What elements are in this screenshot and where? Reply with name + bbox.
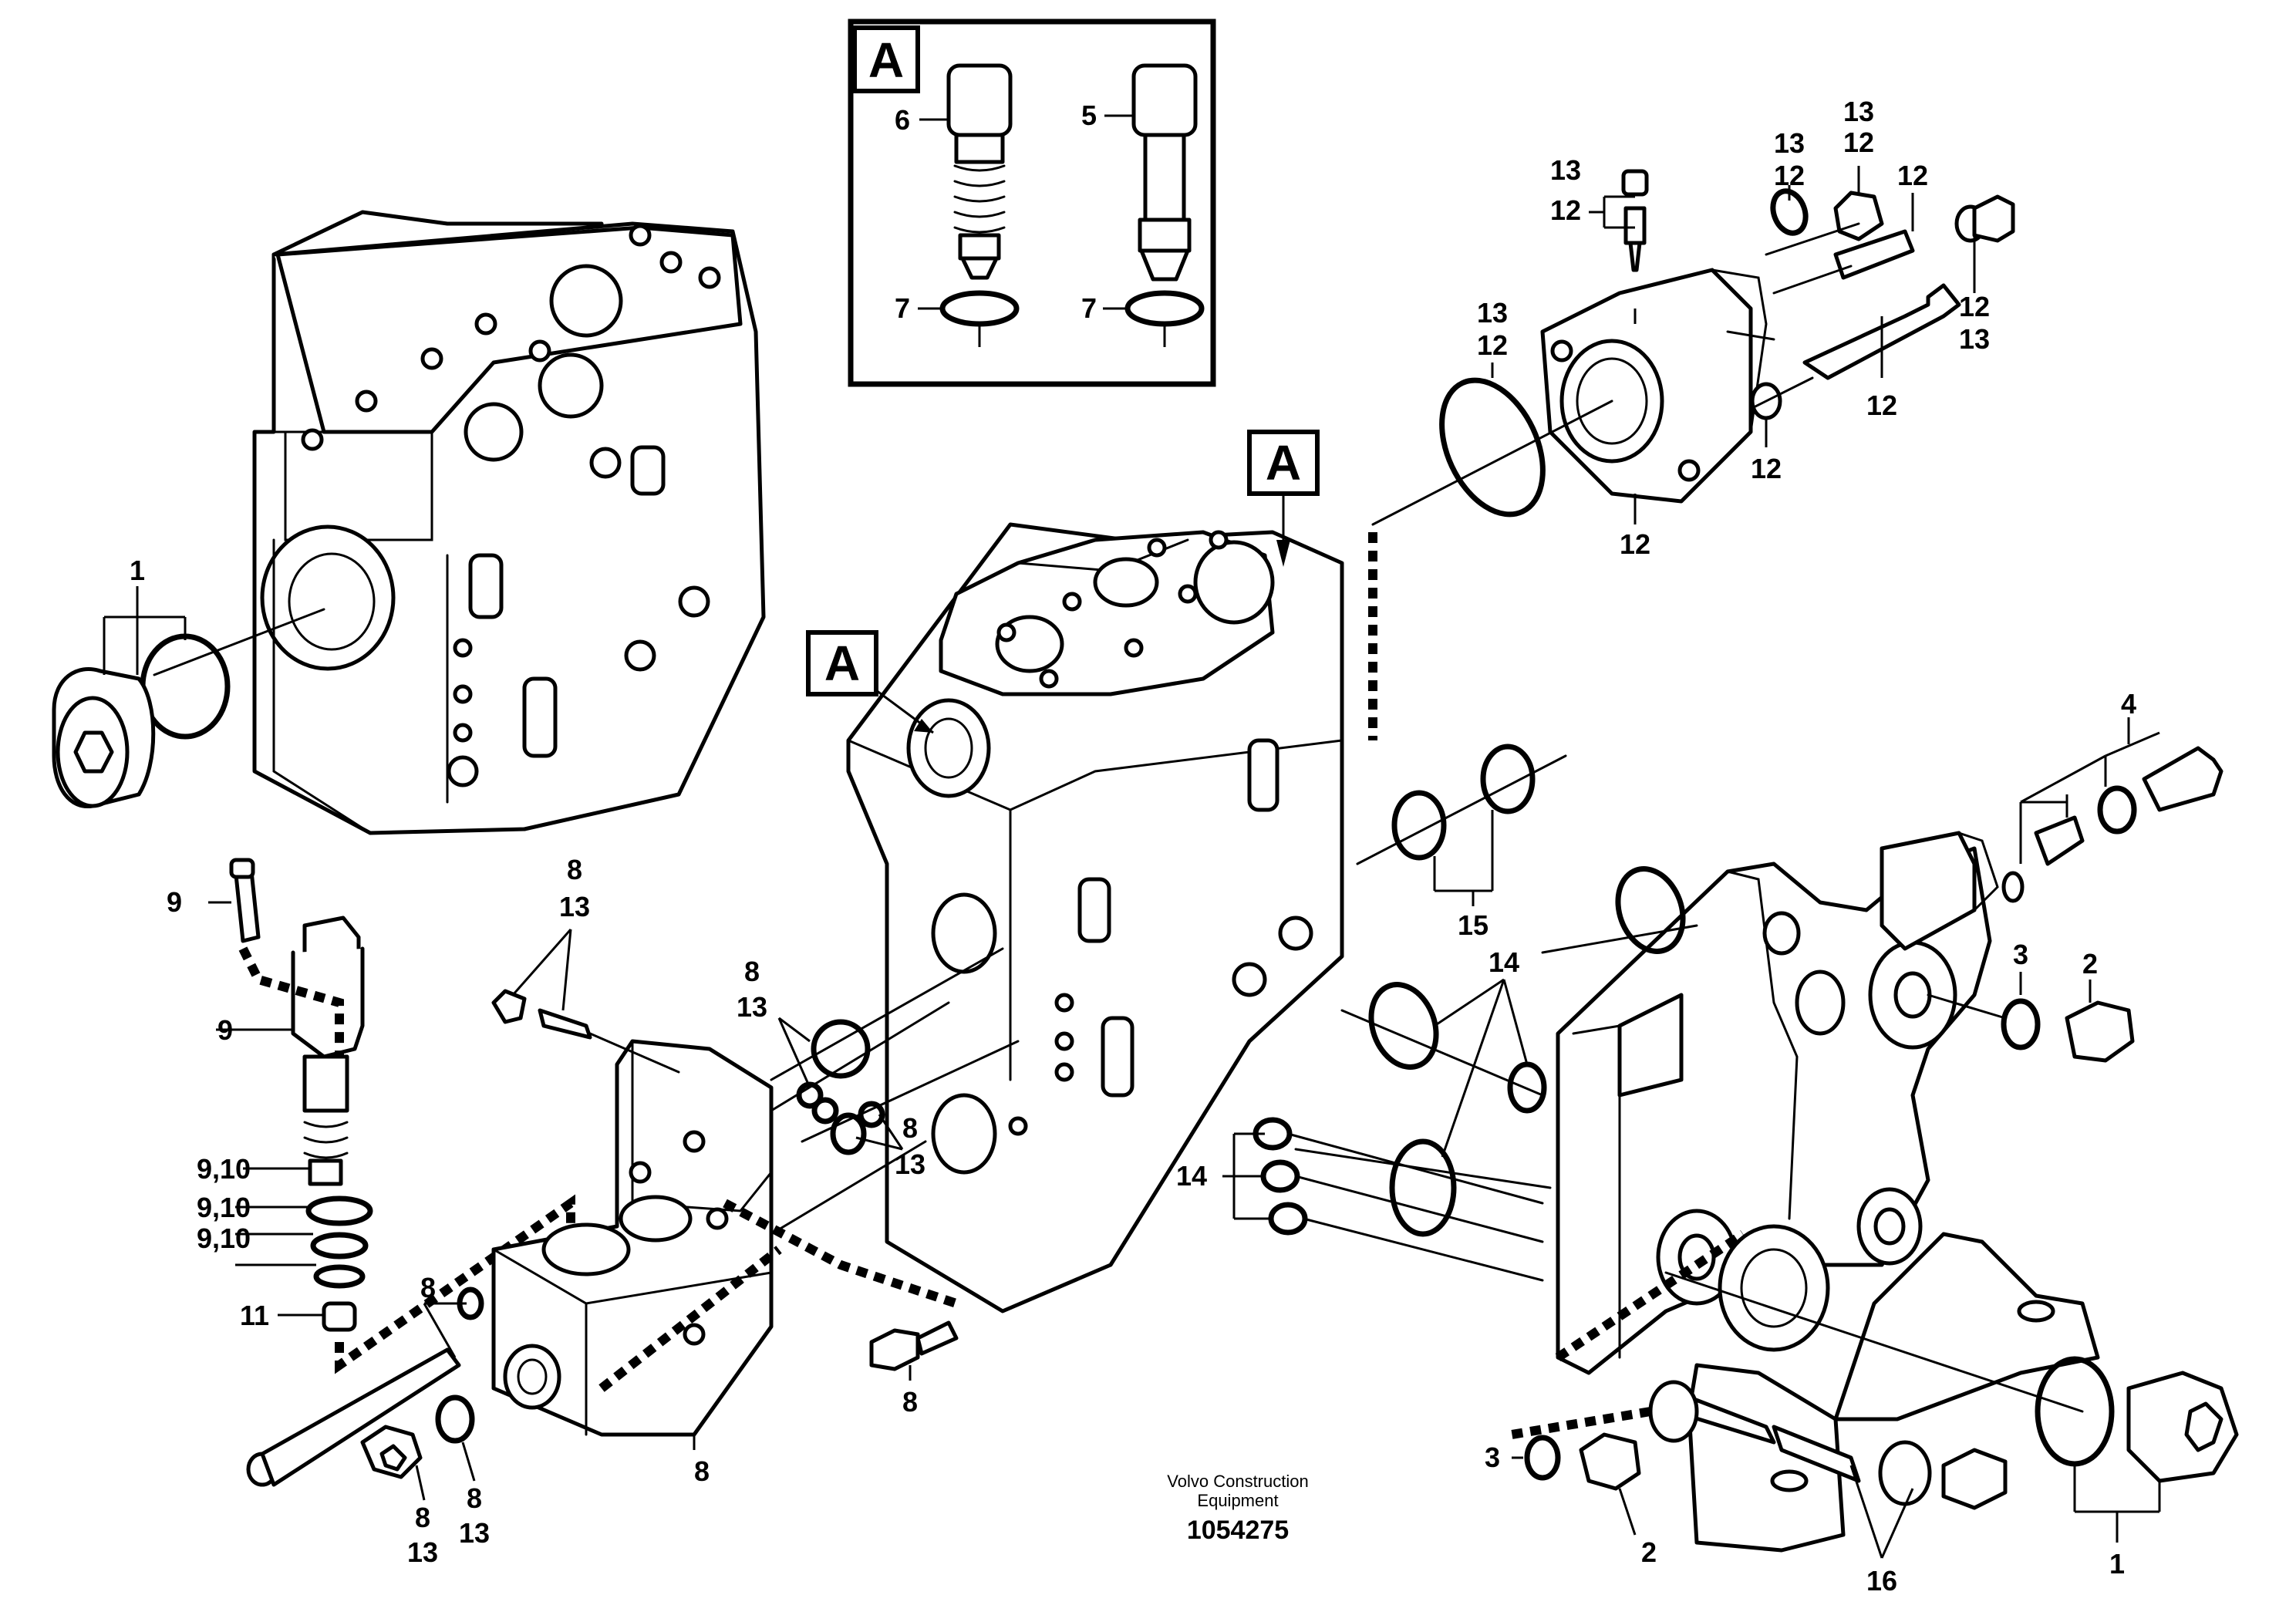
callout-9-10: 9,10 [197,1222,251,1254]
callout-9: 9 [167,886,182,918]
callout-12: 12 [1959,291,1990,322]
callout-12: 12 [1843,126,1874,158]
callout-7: 7 [895,292,910,324]
block-fitting: 8 13 [491,854,680,1074]
callout-13: 13 [1774,127,1805,159]
callout-6: 6 [895,104,910,136]
callout-9: 9 [217,1014,233,1046]
callout-4: 4 [2121,688,2136,720]
svg-text:A: A [824,636,860,691]
callout-8: 8 [902,1112,918,1144]
block-plugs-bottom: 8 13 8 13 [360,1394,490,1568]
bracket-bolts-16: 16 [1772,1425,2008,1597]
svg-text:A: A [1266,435,1301,491]
callout-12: 12 [1477,329,1508,361]
rings-15: 15 [1356,744,1567,941]
callout-14: 14 [1176,1160,1207,1192]
callout-13: 13 [1550,154,1581,186]
callout-13: 13 [895,1148,925,1180]
check-valve-plug [1131,63,1198,282]
detail-box-letter: A [868,32,904,88]
callout-plug-right: 1 [2109,1548,2125,1580]
callout-8: 8 [420,1272,436,1303]
detail-box-a: A 6 5 7 7 [848,19,1216,387]
cover-assembly: 13 12 13 12 13 12 12 12 13 13 12 12 12 1… [1371,96,2015,560]
callout-9-10: 9,10 [197,1153,251,1185]
callout-plug-left: 1 [130,555,145,586]
marker-a-port: A [806,630,934,734]
callout-7: 7 [1081,292,1097,324]
callout-13: 13 [407,1536,438,1568]
callout-5: 5 [1081,99,1097,131]
plug-right: 1 [2035,1356,2239,1580]
valve-cartridge-4: 4 [1880,688,2224,951]
plug-2-right: 3 2 [1927,939,2135,1063]
block-rings: 8 13 8 13 [737,956,925,1180]
callout-12: 12 [1751,453,1782,484]
marker-a-top: A [1247,430,1320,567]
rings-14-lower: 14 [1176,1117,1544,1282]
callout-14: 14 [1489,946,1519,978]
callout-9-10: 9,10 [197,1192,251,1223]
company-line-2: Equipment [1197,1491,1278,1510]
callout-15: 15 [1458,909,1489,941]
callout-13: 13 [1843,96,1874,127]
callout-8: 8 [694,1455,710,1487]
callout-8: 8 [902,1386,918,1418]
callout-12: 12 [1620,528,1650,560]
callout-2: 2 [1641,1536,1657,1568]
valve-section-left [252,210,766,835]
bracket-housing [1294,846,2100,1553]
callout-8: 8 [567,854,582,885]
callout-8: 8 [744,956,760,987]
callout-13: 13 [1959,323,1990,355]
valve-section-center [846,522,1344,1313]
footer-block: Volvo Construction Equipment 1054275 [1167,1472,1308,1545]
callout-12: 12 [1550,194,1581,226]
rings-14-upper: 14 [1340,866,1698,1237]
callout-13: 13 [1477,297,1508,329]
callout-13: 13 [559,891,590,922]
callout-12: 12 [1897,160,1928,191]
block-8: 8 [491,947,1020,1487]
block-long-bolt: 8 [246,1272,484,1487]
callout-16: 16 [1866,1565,1897,1597]
callout-3: 3 [1485,1442,1500,1473]
plug-2-bottom: 3 2 [1485,1407,1657,1568]
callout-13: 13 [459,1517,490,1549]
block-bolt: 8 [869,1320,959,1418]
callout-3: 3 [2013,939,2028,970]
drawing-number: 1054275 [1187,1516,1289,1545]
callout-12: 12 [1866,389,1897,421]
plug-left: 1 [52,555,325,809]
callout-13: 13 [737,991,767,1023]
callout-8: 8 [415,1502,430,1533]
dashed-connector [1555,1230,1746,1361]
company-line-1: Volvo Construction [1167,1472,1308,1491]
callout-11: 11 [240,1300,269,1331]
solenoid-assembly: 9 9 9,10 9,10 9,10 11 [167,858,575,1374]
callout-12: 12 [1774,160,1805,191]
cover-o-ring [1439,377,1546,518]
relief-valve-plug [946,63,1013,280]
callout-2: 2 [2082,948,2098,980]
callout-8: 8 [467,1482,482,1514]
